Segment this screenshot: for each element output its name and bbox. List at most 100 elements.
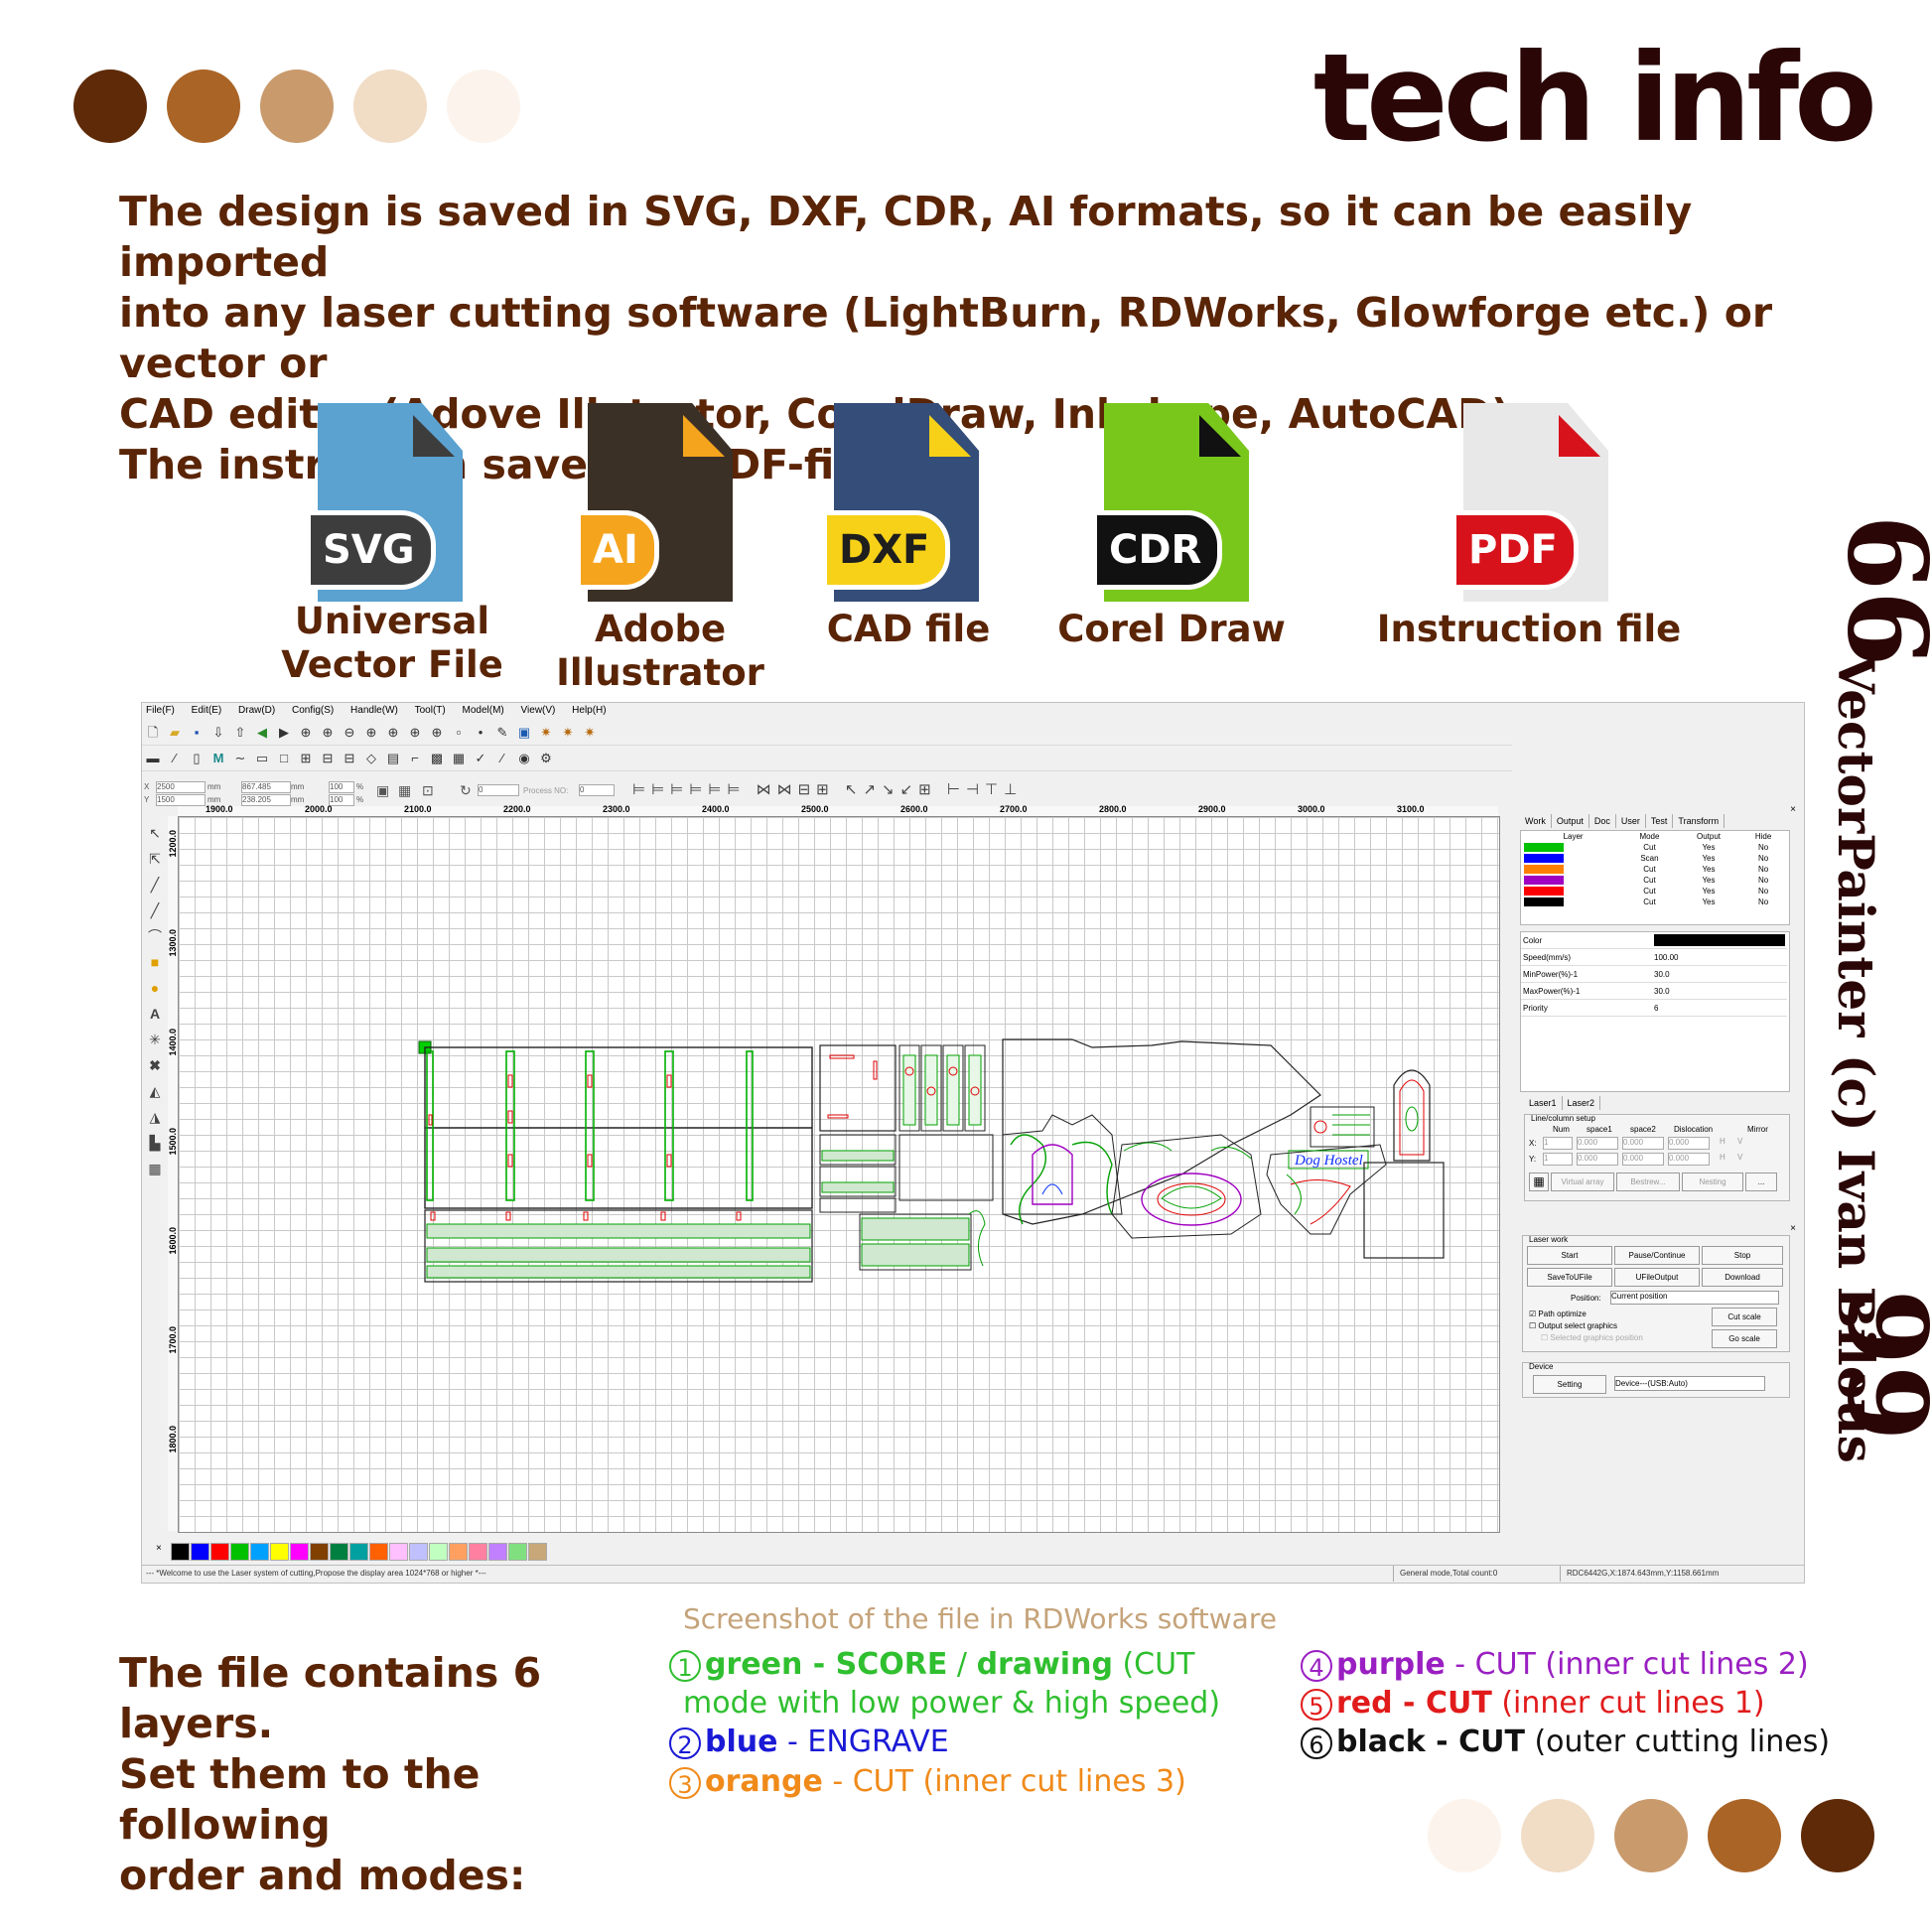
menu-model[interactable]: Model(M) [462,705,504,716]
tab-doc[interactable]: Doc [1589,814,1616,828]
mirror-h-checkbox[interactable]: H [1720,1137,1725,1146]
array-space2-y[interactable]: 0.000 [1622,1153,1664,1166]
menu-handle[interactable]: Handle(W) [350,705,398,716]
zoom-in-icon[interactable]: ⊕ [322,725,334,740]
align-icon[interactable]: ⊞ [300,751,312,765]
ellipse-icon[interactable]: ● [150,980,160,996]
array-grid-icon[interactable]: ▦ [1529,1173,1549,1191]
model-icon[interactable]: M [212,751,224,765]
curve-icon[interactable]: ⌒ [148,928,162,944]
wand-icon[interactable]: ⁄ [173,751,177,765]
download-button[interactable]: Download [1702,1268,1783,1287]
selected-position-checkbox[interactable]: ☐ Selected graphics position [1541,1333,1643,1342]
palette-swatch[interactable] [209,1543,229,1561]
array-num-y[interactable]: 1 [1543,1153,1573,1166]
table-row[interactable]: Color [1521,932,1787,949]
palette-swatch[interactable] [388,1543,408,1561]
plugin-icon[interactable]: ✷ [562,725,574,740]
width-input[interactable]: 867.485 [241,781,291,793]
frame-icon[interactable]: ⊡ [422,782,434,798]
zoom-page-icon[interactable]: ⊕ [387,725,399,740]
grid-icon[interactable]: ▦ [452,751,466,765]
mirror-v-icon[interactable]: ◮ [149,1109,161,1125]
rotate-input[interactable]: 0 [478,784,519,796]
start-button[interactable]: Start [1527,1246,1612,1265]
menu-config[interactable]: Config(S) [292,705,335,716]
check-icon[interactable]: ✓ [475,751,486,765]
frame-icon[interactable]: ▫ [456,725,462,740]
line-icon[interactable]: ╱ [150,877,160,893]
export-icon[interactable]: ⇧ [234,725,246,740]
menu-file[interactable]: File(F) [146,705,175,716]
save-to-ufile-button[interactable]: SaveToUFile [1527,1268,1612,1287]
laser-icon[interactable]: ▬ [146,751,160,765]
scale-y-input[interactable]: 100 [329,794,354,806]
slash-icon[interactable]: ⁄ [500,751,504,765]
pause-button[interactable]: Pause/Continue [1614,1246,1700,1265]
redo-icon[interactable]: ▶ [279,725,289,740]
output-select-checkbox[interactable]: ☐ Output select graphics [1529,1321,1618,1330]
prop-value[interactable]: 100.00 [1652,948,1787,966]
palette-swatch[interactable] [527,1543,547,1561]
palette-close-icon[interactable]: × [156,1543,162,1554]
tab-test[interactable]: Test [1646,814,1674,828]
virtual-array-button[interactable]: Virtual array [1551,1173,1614,1191]
palette-swatch[interactable] [468,1543,487,1561]
tab-laser1[interactable]: Laser1 [1524,1096,1563,1110]
import-icon[interactable]: ⇩ [212,725,224,740]
menu-help[interactable]: Help(H) [572,705,607,716]
tab-transform[interactable]: Transform [1673,814,1725,828]
table-row[interactable]: Speed(mm/s)100.00 [1521,948,1787,966]
palette-swatch[interactable] [507,1543,527,1561]
fill-icon[interactable]: ▩ [430,751,444,765]
mirror-h-checkbox[interactable]: H [1720,1153,1725,1162]
output-icon[interactable]: ▙ [149,1135,161,1151]
mirror-v-checkbox[interactable]: V [1737,1153,1743,1162]
palette-swatch[interactable] [289,1543,309,1561]
palette-swatch[interactable] [368,1543,388,1561]
settings-icon[interactable]: ⚙ [540,751,552,765]
array-space1-y[interactable]: 0.000 [1577,1153,1618,1166]
path-optimize-checkbox[interactable]: ☑ Path optimize [1529,1310,1587,1318]
array-icon[interactable]: ▦ [148,1161,162,1176]
delete-icon[interactable]: ✖ [149,1057,161,1073]
bitmap-icon[interactable]: ▭ [255,751,269,765]
prop-value[interactable]: 30.0 [1652,965,1787,983]
go-scale-button[interactable]: Go scale [1712,1329,1777,1348]
menu-edit[interactable]: Edit(E) [191,705,222,716]
tab-laser2[interactable]: Laser2 [1563,1096,1601,1110]
rect-icon[interactable]: □ [280,751,288,765]
x-input[interactable]: 2500 [156,781,206,793]
cut-scale-button[interactable]: Cut scale [1712,1308,1777,1326]
bestrew-button[interactable]: Bestrew... [1616,1173,1680,1191]
select-icon[interactable]: ↖ [149,825,161,841]
array-space1-x[interactable]: 0.000 [1577,1137,1618,1150]
palette-swatch[interactable] [428,1543,448,1561]
pan-icon[interactable]: ⊕ [431,725,443,740]
array-num-x[interactable]: 1 [1543,1137,1573,1150]
node-icon[interactable]: • [478,725,483,740]
shape-icon[interactable]: ◇ [366,751,376,765]
y-input[interactable]: 1500 [156,794,206,806]
palette-swatch[interactable] [487,1543,507,1561]
point-icon[interactable]: ✳ [149,1032,161,1047]
array-dislocation-y[interactable]: 0.000 [1668,1153,1710,1166]
prop-value[interactable]: 30.0 [1652,982,1787,1000]
menu-tool[interactable]: Tool(T) [414,705,446,716]
palette-swatch[interactable] [249,1543,269,1561]
corner-icon[interactable]: ⌐ [411,751,419,765]
zoom-icon[interactable]: ⊕ [300,725,312,740]
mirror-h-icon[interactable]: ◭ [149,1083,161,1099]
zoom-select-icon[interactable]: ⊕ [409,725,421,740]
device-select[interactable]: Device---(USB:Auto) [1614,1376,1765,1391]
zoom-out-icon[interactable]: ⊖ [344,725,355,740]
spacing-icon[interactable]: ⊟ [322,751,334,765]
rotate-icon[interactable]: ↻ [460,782,472,798]
